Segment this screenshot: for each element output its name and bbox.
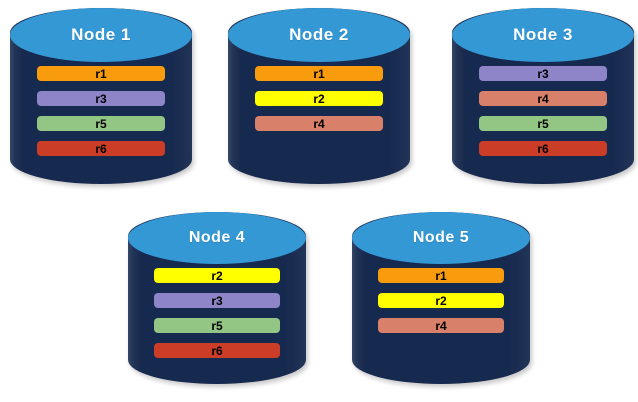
- replica-label: r4: [435, 318, 447, 333]
- replica-bar[interactable]: r1: [255, 66, 383, 81]
- cylinder-top-ellipse: Node 4: [128, 212, 306, 264]
- replica-bar[interactable]: r2: [378, 293, 504, 308]
- replica-bar[interactable]: r1: [378, 268, 504, 283]
- replica-list: r1 r2 r4: [228, 66, 410, 131]
- replica-label: r6: [211, 343, 223, 358]
- replica-label: r2: [211, 268, 223, 283]
- replica-label: r3: [211, 293, 223, 308]
- node-cylinder-2[interactable]: Node 2 r1 r2 r4: [228, 8, 410, 184]
- replica-bar[interactable]: r6: [479, 141, 607, 156]
- node-title: Node 1: [71, 25, 131, 44]
- replica-label: r2: [435, 293, 447, 308]
- replica-bar[interactable]: r5: [154, 318, 280, 333]
- replica-bar[interactable]: r5: [37, 116, 165, 131]
- replica-bar[interactable]: r5: [479, 116, 607, 131]
- replica-label: r4: [313, 116, 325, 131]
- cylinder-top-ellipse: Node 5: [352, 212, 530, 264]
- replica-bar[interactable]: r6: [154, 343, 280, 358]
- node-cylinder-4[interactable]: Node 4 r2 r3 r5 r6: [128, 212, 306, 384]
- node-title: Node 5: [412, 229, 470, 246]
- cylinder-top-ellipse: Node 3: [452, 8, 634, 62]
- replica-label: r6: [537, 141, 549, 156]
- cylinder-top-ellipse: Node 1: [10, 8, 192, 62]
- replica-label: r1: [435, 268, 447, 283]
- replica-bar[interactable]: r4: [479, 91, 607, 106]
- node-title: Node 4: [188, 229, 246, 246]
- replica-bar[interactable]: r3: [479, 66, 607, 81]
- replica-label: r5: [537, 116, 549, 131]
- node-title: Node 2: [289, 25, 349, 44]
- replica-bar[interactable]: r4: [378, 318, 504, 333]
- replica-bar[interactable]: r4: [255, 116, 383, 131]
- replica-list: r1 r2 r4: [352, 268, 530, 333]
- node-cylinder-5[interactable]: Node 5 r1 r2 r4: [352, 212, 530, 384]
- replica-bar[interactable]: r6: [37, 141, 165, 156]
- replica-list: r1 r3 r5 r6: [10, 66, 192, 156]
- replica-label: r2: [313, 91, 325, 106]
- node-title: Node 3: [513, 25, 573, 44]
- replica-label: r6: [95, 141, 107, 156]
- replica-bar[interactable]: r2: [255, 91, 383, 106]
- replica-bar[interactable]: r3: [154, 293, 280, 308]
- replica-label: r5: [211, 318, 223, 333]
- replica-label: r3: [95, 91, 107, 106]
- cylinder-top-ellipse: Node 2: [228, 8, 410, 62]
- replica-list: r2 r3 r5 r6: [128, 268, 306, 358]
- replica-label: r1: [95, 66, 107, 81]
- replica-label: r4: [537, 91, 549, 106]
- replica-bar[interactable]: r1: [37, 66, 165, 81]
- node-cylinder-1[interactable]: Node 1 r1 r3 r5 r6: [10, 8, 192, 184]
- replica-bar[interactable]: r2: [154, 268, 280, 283]
- replica-label: r5: [95, 116, 107, 131]
- replica-label: r3: [537, 66, 549, 81]
- replica-list: r3 r4 r5 r6: [452, 66, 634, 156]
- node-cylinder-3[interactable]: Node 3 r3 r4 r5 r6: [452, 8, 634, 184]
- replica-label: r1: [313, 66, 325, 81]
- replica-bar[interactable]: r3: [37, 91, 165, 106]
